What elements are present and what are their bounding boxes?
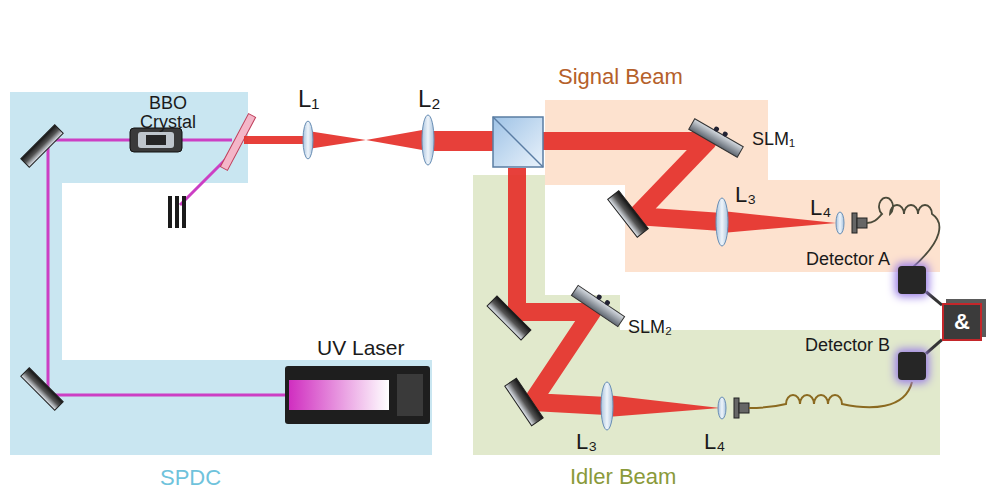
signal-wire bbox=[926, 340, 942, 354]
beam-segment bbox=[244, 136, 308, 144]
lens bbox=[716, 198, 728, 246]
component-label: SLM₂ bbox=[628, 318, 672, 337]
component-label: L₄ bbox=[810, 196, 831, 219]
component-label: L₁ bbox=[298, 86, 319, 111]
component-label: L₃ bbox=[576, 430, 597, 453]
laser-body bbox=[285, 366, 430, 424]
beam-splitter bbox=[493, 117, 543, 167]
coupler-body bbox=[739, 403, 749, 413]
uv-laser: UV Laser bbox=[285, 366, 430, 424]
beam-dump bbox=[168, 196, 186, 228]
mirror-body bbox=[608, 191, 649, 237]
slm-body bbox=[571, 285, 624, 326]
coincidence-box: & bbox=[942, 303, 982, 341]
component-label: L₂ bbox=[418, 86, 441, 111]
red-beam bbox=[244, 129, 494, 151]
mirror bbox=[487, 296, 531, 340]
slm-dot bbox=[596, 294, 603, 301]
laser-end bbox=[397, 374, 423, 416]
dump-plate bbox=[168, 196, 172, 228]
beam-focus bbox=[308, 131, 366, 149]
lens bbox=[303, 121, 313, 159]
detector-box: Detector A bbox=[898, 266, 926, 294]
detector-box: Detector B bbox=[898, 352, 926, 380]
crystal-window bbox=[138, 132, 174, 148]
lens bbox=[601, 382, 613, 430]
slm bbox=[571, 282, 627, 327]
region-fill bbox=[545, 100, 940, 272]
slm-body bbox=[689, 119, 743, 157]
slm bbox=[689, 115, 746, 157]
region-title: Signal Beam bbox=[558, 65, 683, 89]
gate-symbol: & bbox=[954, 310, 970, 334]
idler-beam-path bbox=[517, 168, 607, 406]
part-label: BBO Crystal bbox=[128, 94, 208, 132]
uv-beam bbox=[48, 140, 285, 395]
signal-wire bbox=[926, 292, 942, 305]
component-label: L₃ bbox=[735, 183, 756, 206]
laser-housing bbox=[285, 366, 430, 424]
fiber-coupler bbox=[852, 213, 867, 233]
mirror bbox=[505, 378, 543, 426]
coupler-body bbox=[857, 218, 867, 228]
region-title: SPDC bbox=[160, 466, 221, 490]
mirror-body bbox=[21, 368, 63, 410]
lens bbox=[718, 397, 726, 419]
slm-dot bbox=[713, 126, 720, 133]
mirror bbox=[21, 125, 63, 167]
slm-dot bbox=[604, 299, 611, 306]
dump-plate bbox=[182, 196, 186, 228]
optical-fiber bbox=[749, 382, 912, 408]
crystal-core bbox=[146, 135, 166, 145]
laser-label: UV Laser bbox=[317, 336, 405, 359]
cube-body bbox=[493, 117, 543, 167]
mirror-body bbox=[487, 296, 531, 340]
fiber-coupler bbox=[734, 398, 749, 418]
component-label: SLM₁ bbox=[752, 130, 795, 149]
detector-label: Detector A bbox=[806, 250, 890, 270]
laser-tube bbox=[289, 380, 389, 410]
component-label: L₄ bbox=[704, 430, 725, 453]
mirror bbox=[21, 368, 63, 410]
lens bbox=[836, 212, 844, 234]
beam-segment bbox=[428, 131, 494, 151]
coupler-plate bbox=[734, 398, 739, 418]
idler-beam-focus bbox=[607, 395, 720, 417]
lens bbox=[422, 115, 434, 165]
region-fill bbox=[10, 92, 432, 455]
beam-diverge bbox=[366, 129, 428, 151]
idler-beam-line bbox=[517, 168, 607, 406]
mirror-body bbox=[505, 378, 543, 426]
uv-beam-path bbox=[48, 140, 285, 395]
detector-label: Detector B bbox=[805, 336, 890, 356]
spdc-region: UV LaserSPDC bbox=[10, 92, 432, 455]
mirror bbox=[608, 191, 649, 237]
region-title: Idler Beam bbox=[570, 465, 676, 489]
slm-dot bbox=[722, 131, 729, 138]
cube-diagonal bbox=[493, 117, 543, 167]
coupler-plate bbox=[852, 213, 857, 233]
mirror-body bbox=[21, 125, 63, 167]
dump-plate bbox=[175, 196, 179, 228]
